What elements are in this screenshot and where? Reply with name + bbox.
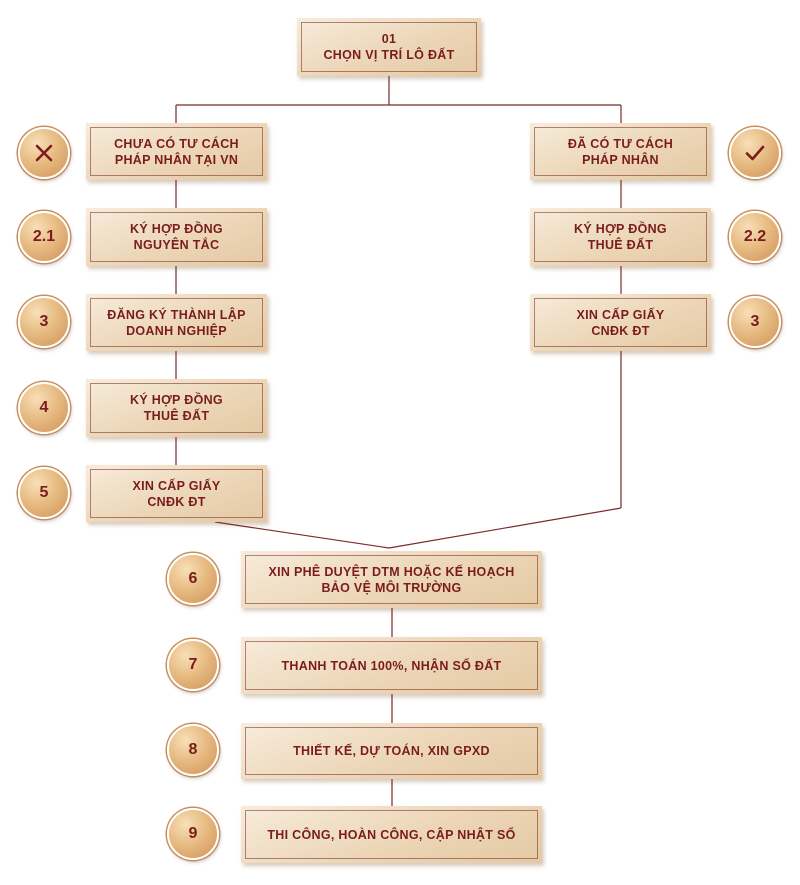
step-3-left-label: ĐĂNG KÝ THÀNH LẬP DOANH NGHIỆP bbox=[107, 307, 246, 338]
step-7-label: THANH TOÁN 100%, NHẬN SỔ ĐẤT bbox=[281, 658, 502, 673]
step-4-label: KÝ HỢP ĐỒNG THUÊ ĐẤT bbox=[130, 393, 223, 423]
step-6-badge: 6 bbox=[167, 553, 219, 605]
left-branch-head-label: CHƯA CÓ TƯ CÁCH PHÁP NHÂN TẠI VN bbox=[114, 136, 239, 167]
check-icon-badge bbox=[729, 127, 781, 179]
step-8-badge: 8 bbox=[167, 724, 219, 776]
step-6-box: XIN PHÊ DUYỆT DTM HOẶC KẾ HOẠCH BẢO VỆ M… bbox=[241, 551, 542, 608]
step-6-label: XIN PHÊ DUYỆT DTM HOẶC KẾ HOẠCH BẢO VỆ M… bbox=[268, 564, 515, 595]
step-01-label: CHỌN VỊ TRÍ LÔ ĐẤT bbox=[323, 48, 455, 62]
step-01-number: 01 bbox=[381, 32, 397, 46]
step-2-2-badge: 2.2 bbox=[729, 211, 781, 263]
step-9-label: THI CÔNG, HOÀN CÔNG, CẬP NHẬT SỔ bbox=[267, 827, 516, 842]
step-3-right-label: XIN CẤP GIẤY CNĐK ĐT bbox=[576, 307, 665, 338]
step-8-box: THIẾT KẾ, DỰ TOÁN, XIN GPXD bbox=[241, 723, 542, 779]
step-7-box: THANH TOÁN 100%, NHẬN SỔ ĐẤT bbox=[241, 637, 542, 694]
step-4-badge: 4 bbox=[18, 382, 70, 434]
step-3-left-badge: 3 bbox=[18, 296, 70, 348]
step-4-box: KÝ HỢP ĐỒNG THUÊ ĐẤT bbox=[86, 379, 267, 437]
step-5-badge: 5 bbox=[18, 467, 70, 519]
step-8-label: THIẾT KẾ, DỰ TOÁN, XIN GPXD bbox=[293, 744, 490, 758]
step-01-box: 01 CHỌN VỊ TRÍ LÔ ĐẤT bbox=[297, 18, 481, 76]
right-branch-head-label: ĐÃ CÓ TƯ CÁCH PHÁP NHÂN bbox=[567, 136, 674, 167]
left-branch-head-box: CHƯA CÓ TƯ CÁCH PHÁP NHÂN TẠI VN bbox=[86, 123, 267, 180]
step-7-badge: 7 bbox=[167, 639, 219, 691]
step-5-label: XIN CẤP GIẤY CNĐK ĐT bbox=[132, 478, 221, 509]
step-9-badge: 9 bbox=[167, 808, 219, 860]
step-3-right-box: XIN CẤP GIẤY CNĐK ĐT bbox=[530, 294, 711, 351]
check-icon bbox=[745, 145, 765, 161]
step-2-1-badge: 2.1 bbox=[18, 211, 70, 263]
step-9-box: THI CÔNG, HOÀN CÔNG, CẬP NHẬT SỔ bbox=[241, 806, 542, 863]
step-3-left-box: ĐĂNG KÝ THÀNH LẬP DOANH NGHIỆP bbox=[86, 294, 267, 351]
step-2-1-box: KÝ HỢP ĐỒNG NGUYÊN TẮC bbox=[86, 208, 267, 266]
step-2-1-label: KÝ HỢP ĐỒNG NGUYÊN TẮC bbox=[130, 222, 223, 252]
step-2-2-label: KÝ HỢP ĐỒNG THUÊ ĐẤT bbox=[574, 222, 667, 252]
right-branch-head-box: ĐÃ CÓ TƯ CÁCH PHÁP NHÂN bbox=[530, 123, 711, 180]
step-5-box: XIN CẤP GIẤY CNĐK ĐT bbox=[86, 465, 267, 522]
x-icon bbox=[35, 144, 53, 162]
x-icon-badge bbox=[18, 127, 70, 179]
step-3-right-badge: 3 bbox=[729, 296, 781, 348]
step-2-2-box: KÝ HỢP ĐỒNG THUÊ ĐẤT bbox=[530, 208, 711, 266]
